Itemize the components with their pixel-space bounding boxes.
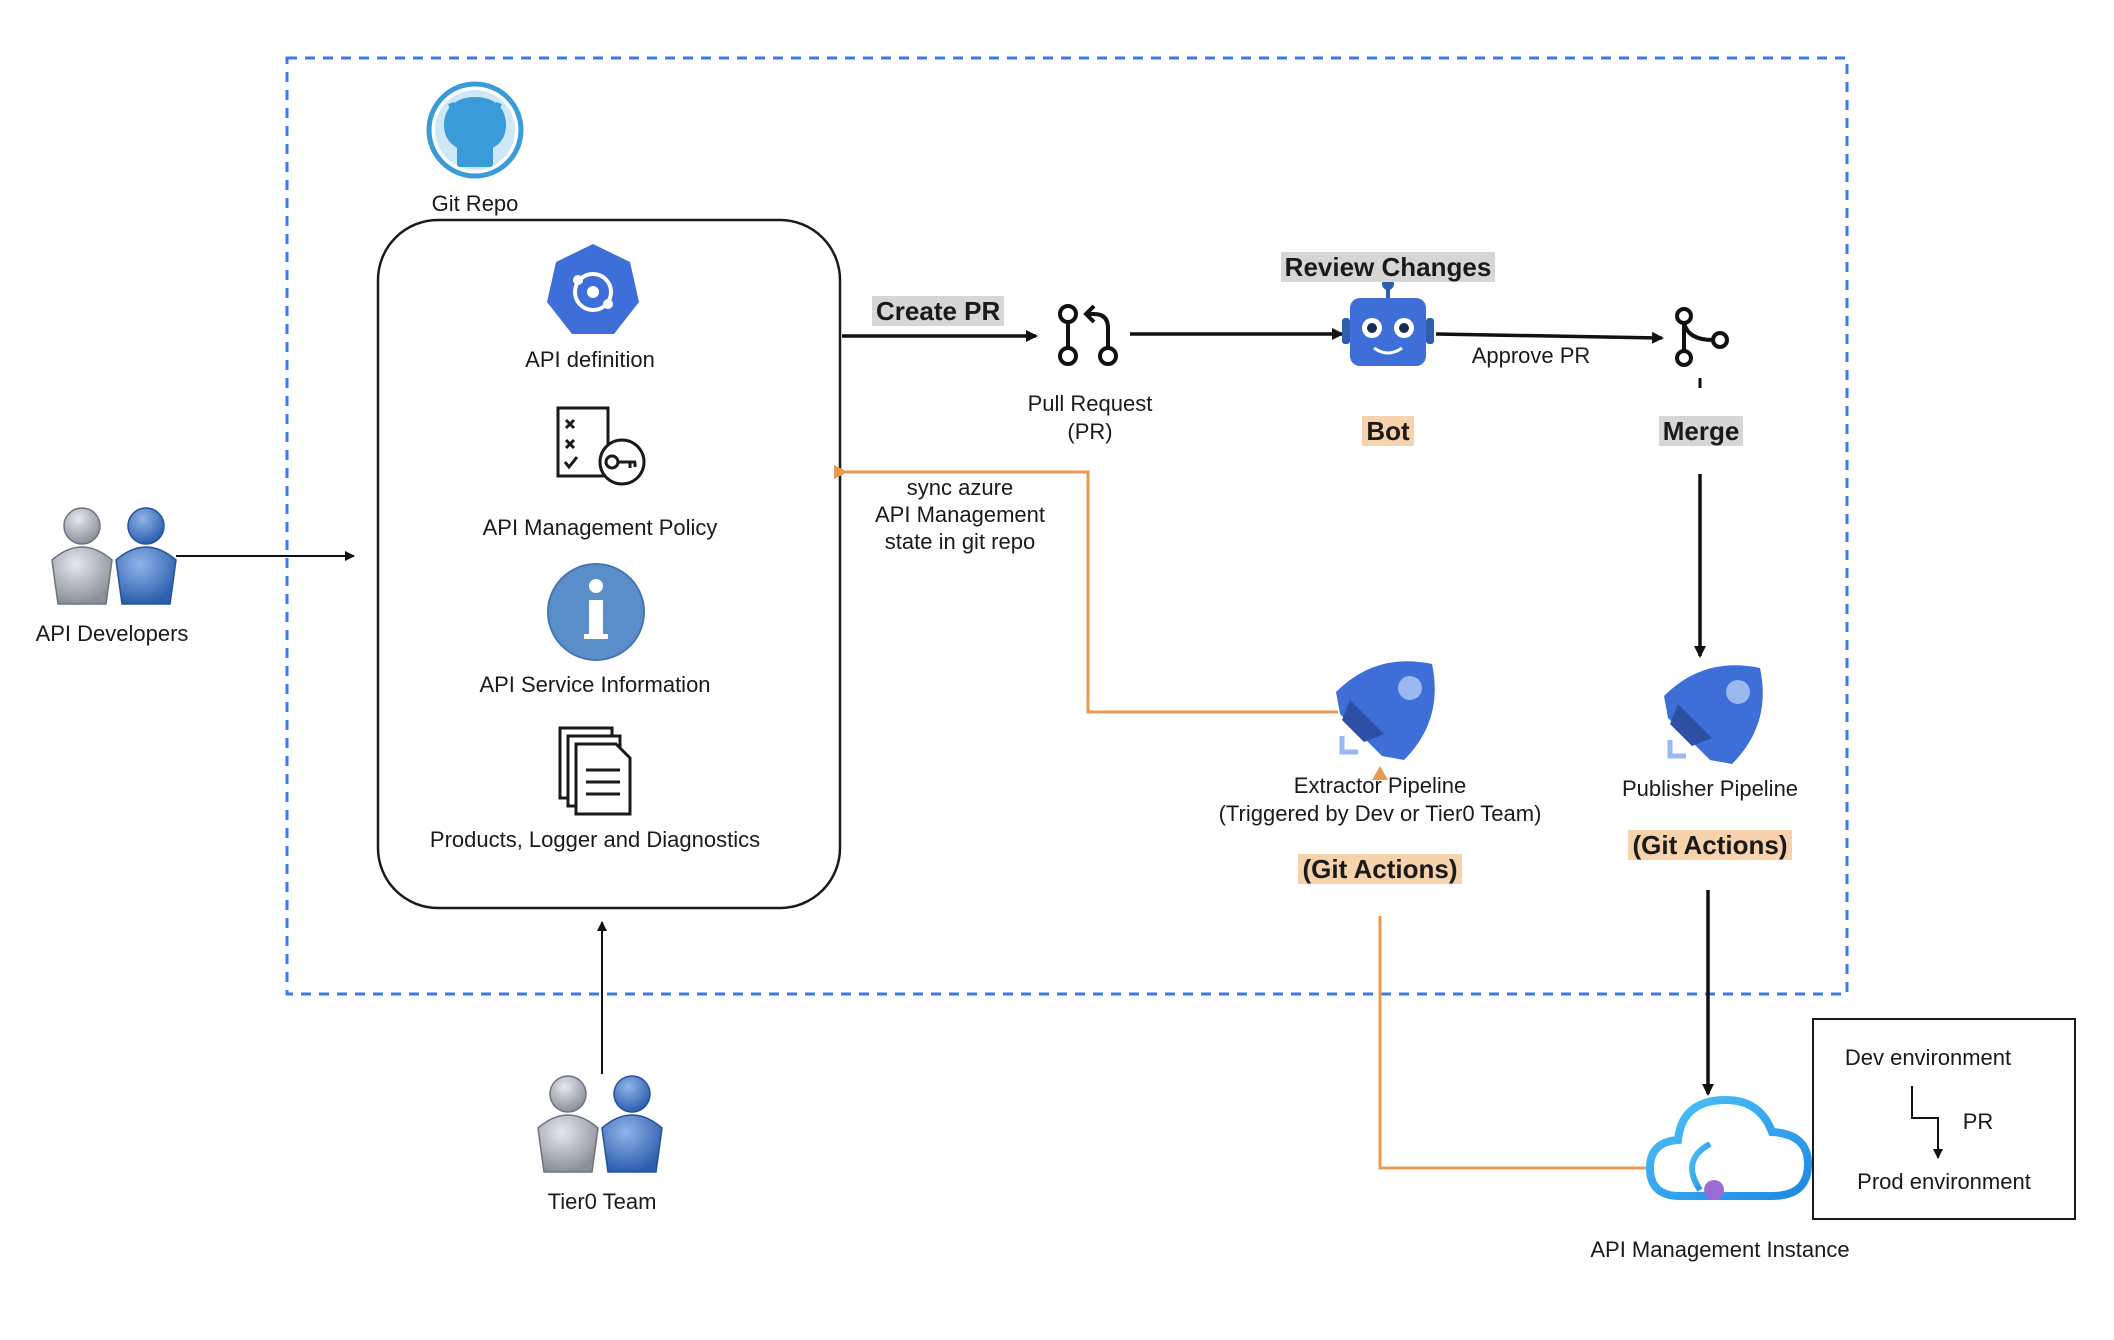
bot-icon: [1342, 278, 1434, 366]
review-changes-label: Review Changes: [1268, 252, 1508, 282]
extractor-rocket-icon: [1336, 661, 1435, 760]
info-icon: [547, 563, 645, 661]
merge-icon: [1675, 307, 1729, 367]
bot-label: Bot: [1350, 416, 1426, 446]
legend-pr-label: PR: [1962, 1109, 1994, 1134]
extractor-label-1: Extractor Pipeline: [1293, 773, 1467, 798]
approve-pr-label: Approve PR: [1471, 343, 1591, 368]
bot-text: Bot: [1362, 416, 1414, 446]
merge-text: Merge: [1658, 416, 1744, 446]
legend-arrow: [1911, 1086, 1943, 1159]
api-definition-label: API definition: [525, 347, 655, 372]
tier0-team-label: Tier0 Team: [547, 1189, 657, 1214]
policy-checklist-icon: [556, 406, 646, 486]
tier0-team-icon: [537, 1075, 663, 1173]
publisher-tag: (Git Actions): [1610, 830, 1810, 860]
products-logger-label: Products, Logger and Diagnostics: [429, 827, 761, 852]
api-definition-icon: [547, 244, 639, 334]
create-pr-label: Create PR: [872, 296, 1005, 326]
publisher-tag-text: (Git Actions): [1628, 830, 1792, 860]
apim-instance-label: API Management Instance: [1590, 1237, 1850, 1262]
extractor-label-2: (Triggered by Dev or Tier0 Team): [1218, 801, 1542, 826]
approve-pr-arrow: [1435, 331, 1664, 344]
legend-prod-label: Prod environment: [1857, 1169, 2031, 1194]
api-service-info-label: API Service Information: [479, 672, 711, 697]
git-repo-label: Git Repo: [431, 191, 519, 216]
publisher-rocket-icon: [1664, 665, 1763, 764]
extractor-tag: (Git Actions): [1280, 854, 1480, 884]
apim-to-extractor-line: [1378, 916, 1664, 1170]
extractor-tag-text: (Git Actions): [1298, 854, 1462, 884]
pull-request-label-2: (PR): [1067, 419, 1113, 444]
create-pr-text: Create PR: [872, 296, 1005, 326]
sync-label-2: API Management: [875, 502, 1045, 527]
pull-request-label-1: Pull Request: [1027, 391, 1153, 416]
api-developers-icon: [51, 507, 177, 605]
pull-request-icon: [1058, 304, 1118, 366]
sync-label-1: sync azure: [906, 475, 1014, 500]
publisher-label: Publisher Pipeline: [1621, 776, 1799, 801]
git-repo-box: [376, 218, 842, 910]
github-icon: [426, 81, 524, 179]
sync-label-3: state in git repo: [884, 529, 1036, 554]
merge-label: Merge: [1648, 416, 1754, 446]
api-policy-label: API Management Policy: [482, 515, 718, 540]
api-developers-label: API Developers: [35, 621, 189, 646]
documents-icon: [558, 726, 632, 816]
sync-arrow: [834, 465, 1338, 714]
legend-dev-label: Dev environment: [1844, 1045, 2012, 1070]
legend-box: [1812, 1018, 2076, 1220]
review-changes-text: Review Changes: [1280, 252, 1496, 282]
apim-cloud-icon: [1645, 1095, 1813, 1200]
boundary-box: [285, 56, 1849, 996]
